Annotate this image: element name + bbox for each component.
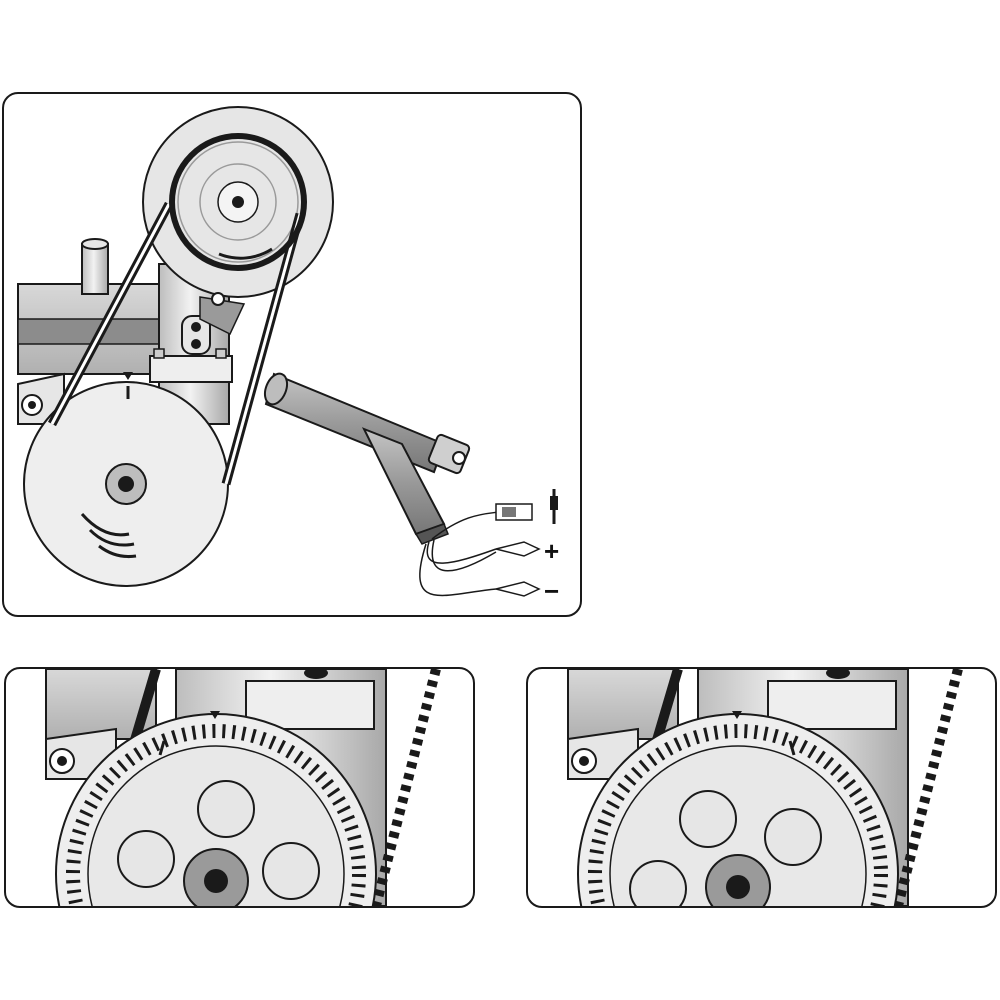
inductive-clamp-icon bbox=[495, 503, 533, 521]
timing-mark bbox=[788, 740, 796, 756]
timing-gear bbox=[55, 713, 377, 906]
timing-gear bbox=[577, 713, 899, 906]
timing-pointer-icon bbox=[210, 711, 220, 719]
alligator-clip-icon bbox=[495, 581, 541, 597]
gear-detail-right bbox=[567, 669, 963, 906]
timing-pointer-icon bbox=[123, 372, 133, 380]
positive-sign: + bbox=[544, 536, 559, 566]
alligator-clip-icon bbox=[495, 541, 541, 557]
timing-pointer-icon bbox=[732, 711, 742, 719]
spark-plug-icon bbox=[550, 489, 558, 524]
drive-belt bbox=[48, 133, 307, 486]
main-illustration-panel: + − bbox=[2, 92, 582, 617]
engine-timing-diagram: + − bbox=[17, 106, 559, 606]
detail-panel-right bbox=[526, 667, 997, 908]
detail-panel-left bbox=[4, 667, 475, 908]
timing-light-icon bbox=[263, 372, 471, 545]
cables bbox=[419, 511, 500, 597]
gear-detail-left bbox=[45, 669, 441, 906]
negative-sign: − bbox=[544, 576, 559, 606]
timing-mark bbox=[158, 740, 166, 756]
